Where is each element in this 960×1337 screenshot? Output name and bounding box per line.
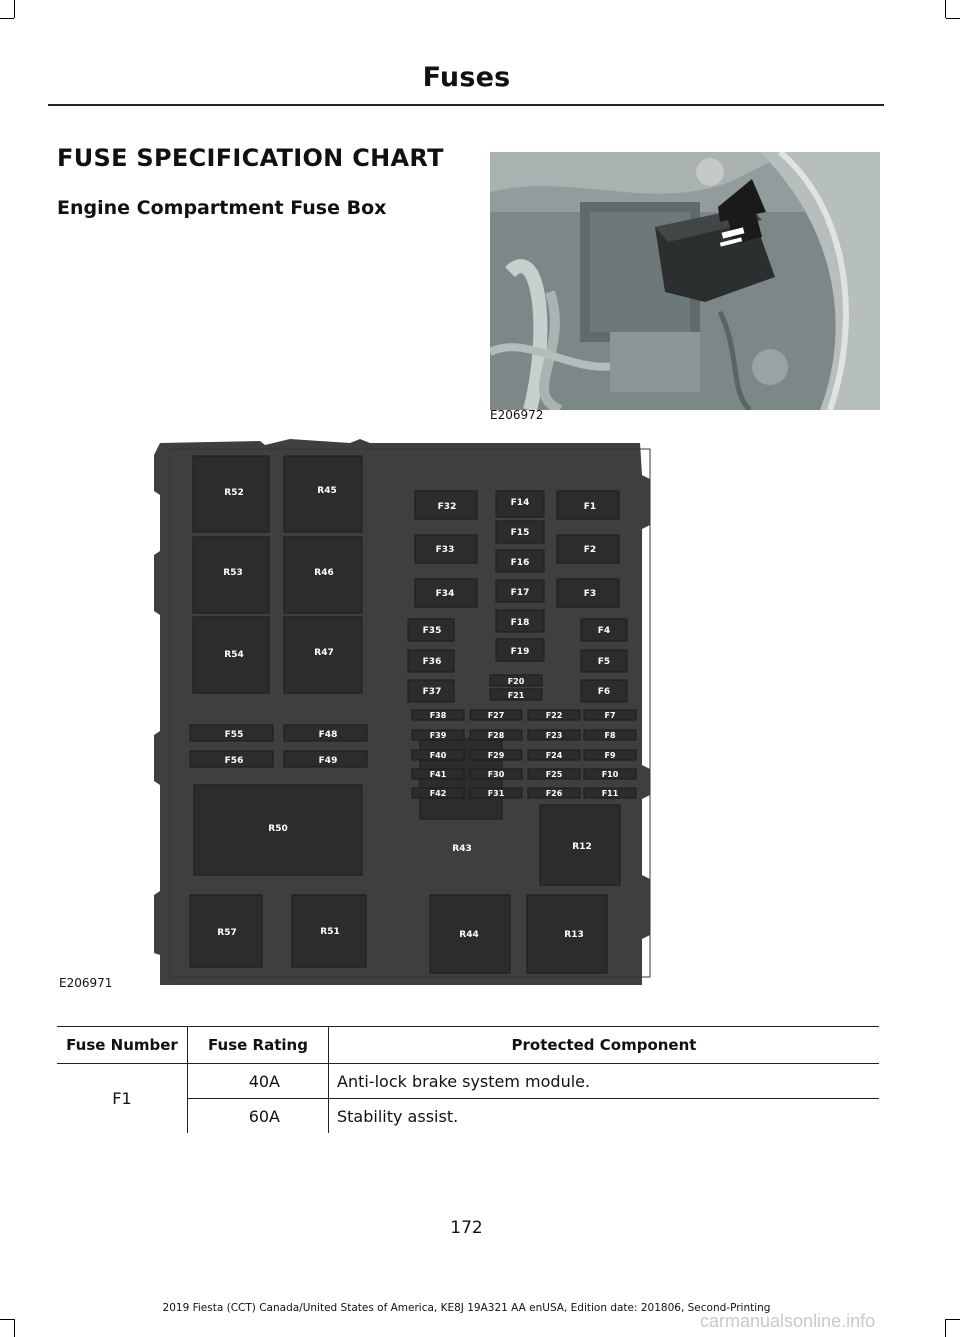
crop-mark <box>14 0 15 18</box>
figure-code: E206972 <box>490 408 544 422</box>
relay-label: R47 <box>314 648 333 658</box>
crop-mark <box>945 0 946 18</box>
fuse-label: F41 <box>430 770 447 779</box>
fuse-label: F19 <box>511 647 530 657</box>
crop-mark <box>0 18 14 19</box>
fuse-label: F17 <box>511 588 530 598</box>
fuse-label: F40 <box>430 751 447 760</box>
fuse-label: F28 <box>488 731 505 740</box>
fuse-label: F27 <box>488 711 505 720</box>
fuse-label: F10 <box>602 770 619 779</box>
fuse-label: F5 <box>598 657 610 667</box>
fuse-label: F24 <box>546 751 563 760</box>
fuse-rating-cell: 60A <box>187 1098 329 1133</box>
page-title: Fuses <box>422 62 511 93</box>
footer-text: 2019 Fiesta (CCT) Canada/United States o… <box>162 1302 771 1314</box>
relay-label: R44 <box>459 930 478 940</box>
relay-label: R45 <box>317 486 336 496</box>
fuse-label: F1 <box>584 502 596 512</box>
fuse-label: F9 <box>604 751 615 760</box>
component-cell: Anti-lock brake system module. <box>328 1063 879 1099</box>
fuse-label: F16 <box>511 558 530 568</box>
crop-mark <box>945 1319 946 1337</box>
relay-label: R43 <box>452 844 471 854</box>
component-cell: Stability assist. <box>328 1098 879 1133</box>
fuse-label: F21 <box>508 691 525 700</box>
title-divider <box>48 104 884 106</box>
fuse-label: F18 <box>511 618 530 628</box>
fuse-label: F32 <box>438 502 457 512</box>
fuse-label: F35 <box>423 626 442 636</box>
fuse-label: F37 <box>423 687 442 697</box>
page-number: 172 <box>450 1218 483 1238</box>
fuse-label: F26 <box>546 789 563 798</box>
section-heading: FUSE SPECIFICATION CHART <box>57 144 444 172</box>
relay-label: R12 <box>572 842 591 852</box>
crop-mark <box>946 18 960 19</box>
watermark: carmanualsonline.info <box>700 1311 876 1331</box>
relay-label: R13 <box>564 930 583 940</box>
fuse-label: F22 <box>546 711 563 720</box>
fuse-label: F8 <box>604 731 615 740</box>
fuse-label: F3 <box>584 589 596 599</box>
fuse-label: F23 <box>546 731 563 740</box>
fuse-label: F55 <box>225 730 244 740</box>
engine-compartment-illustration <box>490 152 880 410</box>
fuse-label: F42 <box>430 789 447 798</box>
fuse-label: F36 <box>423 657 442 667</box>
fuse-label: F25 <box>546 770 563 779</box>
fuse-label: F33 <box>436 545 455 555</box>
relay-label: R57 <box>217 928 236 938</box>
fuse-label: F56 <box>225 756 244 766</box>
fuse-label: F38 <box>430 711 447 720</box>
fuse-label: F15 <box>511 528 530 538</box>
table-row: 60A Stability assist. <box>57 1098 879 1133</box>
relay-label: R54 <box>224 650 243 660</box>
fuse-label: F29 <box>488 751 505 760</box>
crop-mark <box>946 1319 960 1320</box>
fuse-label: F49 <box>319 756 338 766</box>
relay-label: R52 <box>224 488 243 498</box>
fuse-label: F6 <box>598 687 610 697</box>
table-row: F1 40A Anti-lock brake system module. <box>57 1063 879 1108</box>
fuse-label: F34 <box>436 589 455 599</box>
crop-mark <box>14 1319 15 1337</box>
relay-label: R46 <box>314 568 333 578</box>
fuse-label: F20 <box>508 677 525 686</box>
relay-label: R50 <box>268 824 287 834</box>
crop-mark <box>0 1319 14 1320</box>
column-header: Fuse Number <box>57 1026 188 1064</box>
fuse-label: F2 <box>584 545 596 555</box>
relay-label: R51 <box>320 927 339 937</box>
fuse-number-cell: F1 <box>112 1089 132 1108</box>
figure-code: E206971 <box>59 976 113 990</box>
fuse-label: F30 <box>488 770 505 779</box>
fuse-rating-cell: 40A <box>187 1063 329 1099</box>
fuse-label: F31 <box>488 789 505 798</box>
fuse-label: F7 <box>604 711 615 720</box>
fuse-label: F39 <box>430 731 447 740</box>
fuse-box-diagram: R52 R45 R53 R46 R54 R47 F55 F48 F56 F49 … <box>150 435 652 990</box>
fuse-label: F11 <box>602 789 619 798</box>
column-header: Protected Component <box>328 1026 879 1064</box>
fuse-label: F4 <box>598 626 610 636</box>
relay-label: R53 <box>223 568 242 578</box>
column-header: Fuse Rating <box>187 1026 329 1064</box>
section-subheading: Engine Compartment Fuse Box <box>57 197 387 219</box>
fuse-specification-table: Fuse Number Fuse Rating Protected Compon… <box>57 1026 879 1133</box>
fuse-label: F48 <box>319 730 338 740</box>
fuse-label: F14 <box>511 498 530 508</box>
